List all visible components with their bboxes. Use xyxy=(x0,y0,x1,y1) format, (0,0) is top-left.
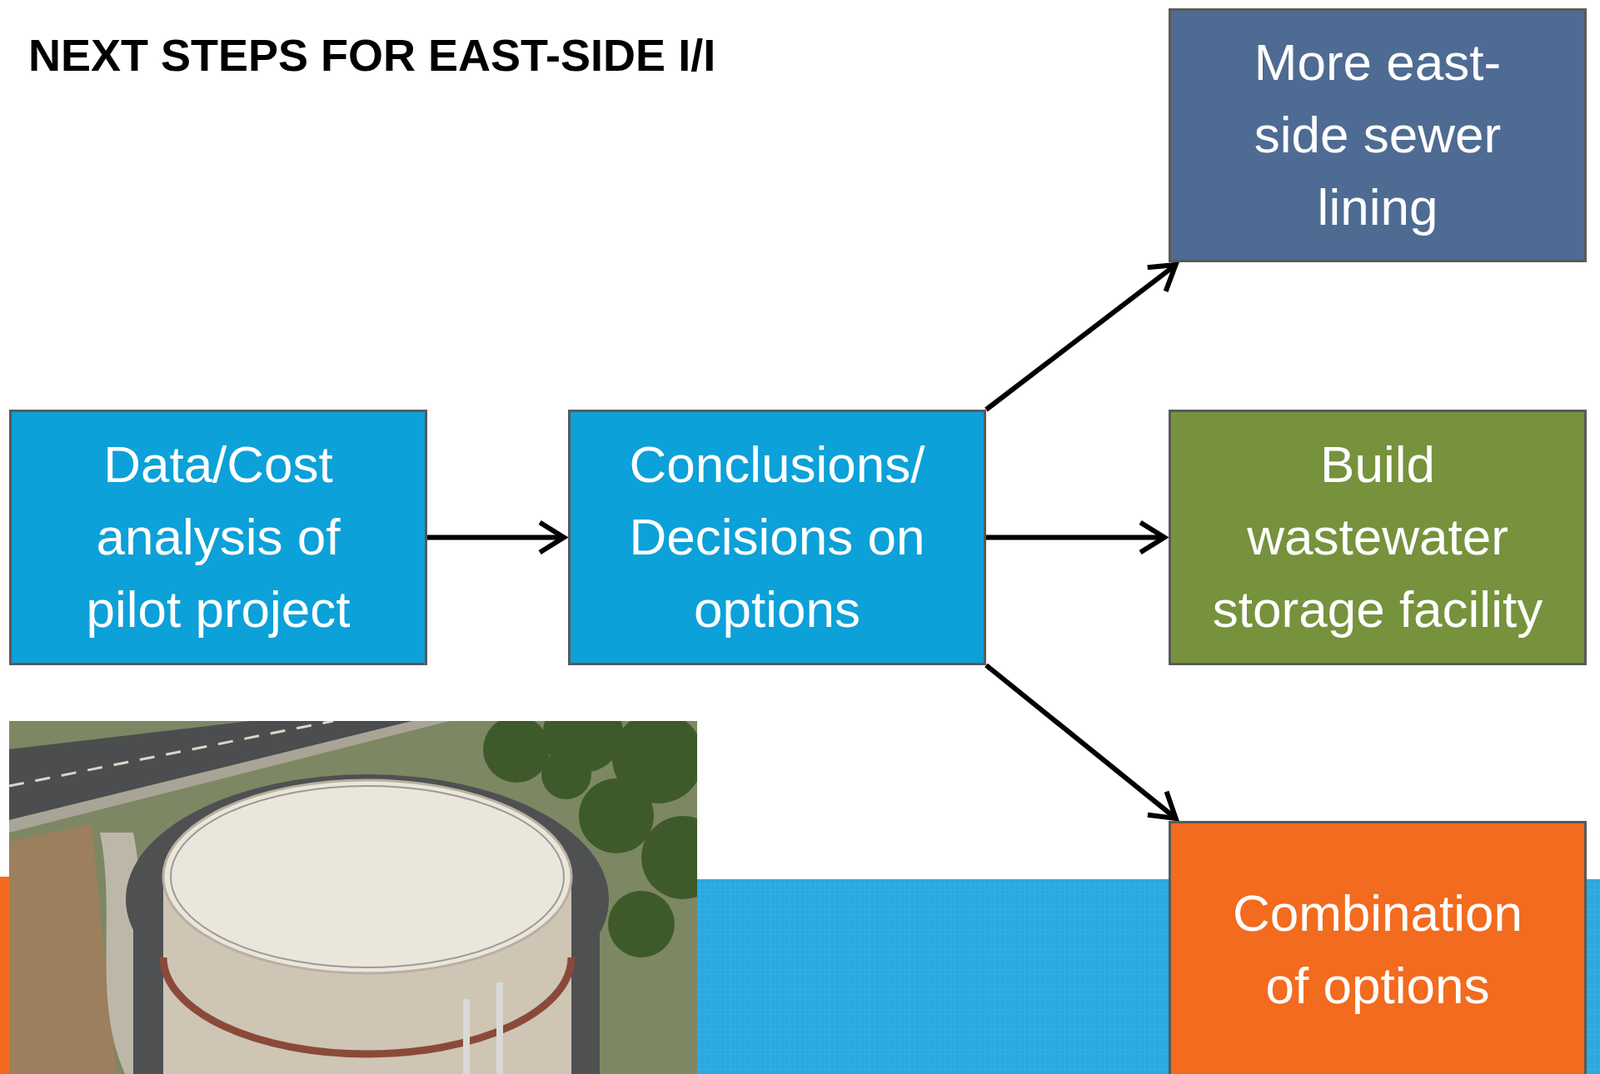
arrow-line xyxy=(986,264,1177,410)
box-label: More east-side sewer lining xyxy=(1219,26,1536,244)
arrow-head xyxy=(1140,522,1165,553)
arrow-line xyxy=(986,665,1177,819)
arrow-line xyxy=(986,535,1165,541)
ground xyxy=(9,721,698,1074)
tank-roof xyxy=(163,780,572,974)
dirt-slope xyxy=(9,824,117,1074)
box-label: Build wastewater storage facility xyxy=(1194,428,1561,646)
arrow-line xyxy=(427,535,564,541)
arrow-head xyxy=(1147,264,1177,292)
flow-arrow xyxy=(986,264,1177,410)
option-box: Combination of options xyxy=(1168,821,1587,1074)
box-label: Combination of options xyxy=(1211,877,1545,1023)
slide-title: NEXT STEPS FOR EAST-SIDE I/I xyxy=(28,28,716,83)
flow-arrow xyxy=(427,522,564,553)
arrow-head xyxy=(1147,792,1177,819)
tank-pipe xyxy=(466,982,500,1074)
box-label: Conclusions/ Decisions on options xyxy=(593,428,961,646)
box-label: Data/Cost analysis of pilot project xyxy=(51,428,385,646)
arrow-head xyxy=(539,522,564,553)
decision-box: Conclusions/ Decisions on options xyxy=(568,409,987,666)
orange-strip xyxy=(0,877,10,1074)
tank-railing xyxy=(170,786,564,968)
process-box: Data/Cost analysis of pilot project xyxy=(9,409,428,666)
flow-arrow xyxy=(986,522,1165,553)
storage-tank-photo xyxy=(9,721,698,1074)
option-box: More east-side sewer lining xyxy=(1168,8,1587,263)
flow-arrow xyxy=(986,665,1177,819)
option-box: Build wastewater storage facility xyxy=(1168,409,1587,666)
